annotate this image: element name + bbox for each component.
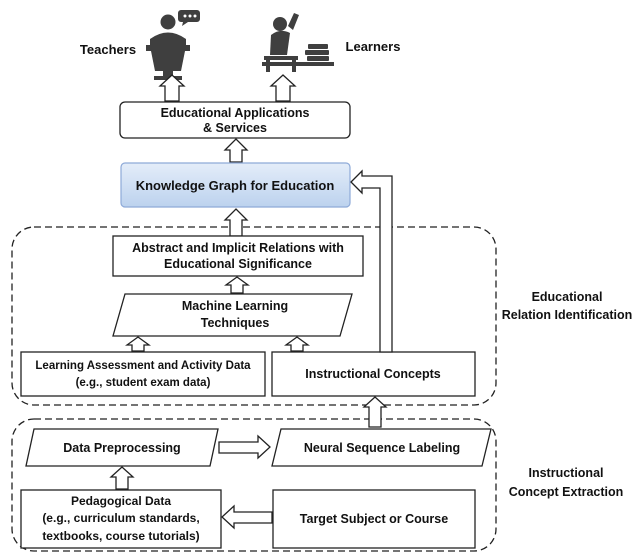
instructional-concepts-box <box>271 351 476 397</box>
learners-label: Learners <box>346 39 401 54</box>
arrow-concepts-to-ml <box>284 336 310 352</box>
pedagogical-data-line2: (e.g., curriculum standards, <box>42 511 199 525</box>
arrow-pedagogical-to-preprocessing <box>109 466 135 490</box>
speech-dots-icon <box>183 14 197 18</box>
arrow-to-learners <box>269 74 297 102</box>
abstract-relations-line2: Educational Significance <box>164 257 312 271</box>
applications-box <box>119 101 351 139</box>
arrow-preprocessing-to-neural <box>218 434 271 460</box>
arrow-neural-to-concepts <box>362 396 388 428</box>
relation-identification-group <box>11 226 497 406</box>
pedagogical-data-box <box>20 489 222 549</box>
arrow-concepts-to-kg <box>350 169 393 353</box>
machine-learning-box <box>112 293 353 337</box>
arrow-kg-to-applications <box>223 138 249 163</box>
learning-assessment-line1: Learning Assessment and Activity Data <box>35 360 251 372</box>
concept-extraction-label-line2: Concept Extraction <box>509 485 624 499</box>
knowledge-graph-label: Knowledge Graph for Education <box>136 178 335 193</box>
learning-assessment-line2: (e.g., student exam data) <box>76 377 211 389</box>
relation-identification-label-line2: Relation Identification <box>502 308 633 322</box>
arrow-to-teachers <box>158 74 186 102</box>
abstract-relations-line1: Abstract and Implicit Relations with <box>132 241 344 255</box>
learner-icon <box>262 13 334 72</box>
instructional-concepts-label: Instructional Concepts <box>305 367 440 381</box>
concept-extraction-group <box>11 418 497 552</box>
arrow-ml-to-abstract <box>224 276 250 294</box>
arrow-assessment-to-ml <box>125 336 151 352</box>
machine-learning-line1: Machine Learning <box>182 299 288 313</box>
neural-sequence-label: Neural Sequence Labeling <box>304 441 460 455</box>
applications-label-line2: & Services <box>203 121 267 135</box>
target-subject-box <box>272 489 476 549</box>
abstract-relations-box <box>112 235 364 277</box>
concept-extraction-label-line1: Instructional <box>528 466 603 480</box>
learning-assessment-box <box>20 351 266 397</box>
neural-sequence-box <box>271 428 492 467</box>
arrow-target-to-pedagogical <box>221 504 273 530</box>
applications-label-line1: Educational Applications <box>161 106 310 120</box>
data-preprocessing-box <box>25 428 219 467</box>
data-preprocessing-label: Data Preprocessing <box>63 441 180 455</box>
pedagogical-data-line1: Pedagogical Data <box>71 494 171 508</box>
teachers-label: Teachers <box>80 42 136 57</box>
machine-learning-line2: Techniques <box>201 316 270 330</box>
pedagogical-data-line3: textbooks, course tutorials) <box>42 529 199 543</box>
arrow-abstract-to-kg <box>223 208 249 237</box>
target-subject-label: Target Subject or Course <box>300 512 448 526</box>
relation-identification-label-line1: Educational <box>532 290 603 304</box>
knowledge-graph-box <box>120 162 351 208</box>
teacher-icon <box>146 10 200 80</box>
